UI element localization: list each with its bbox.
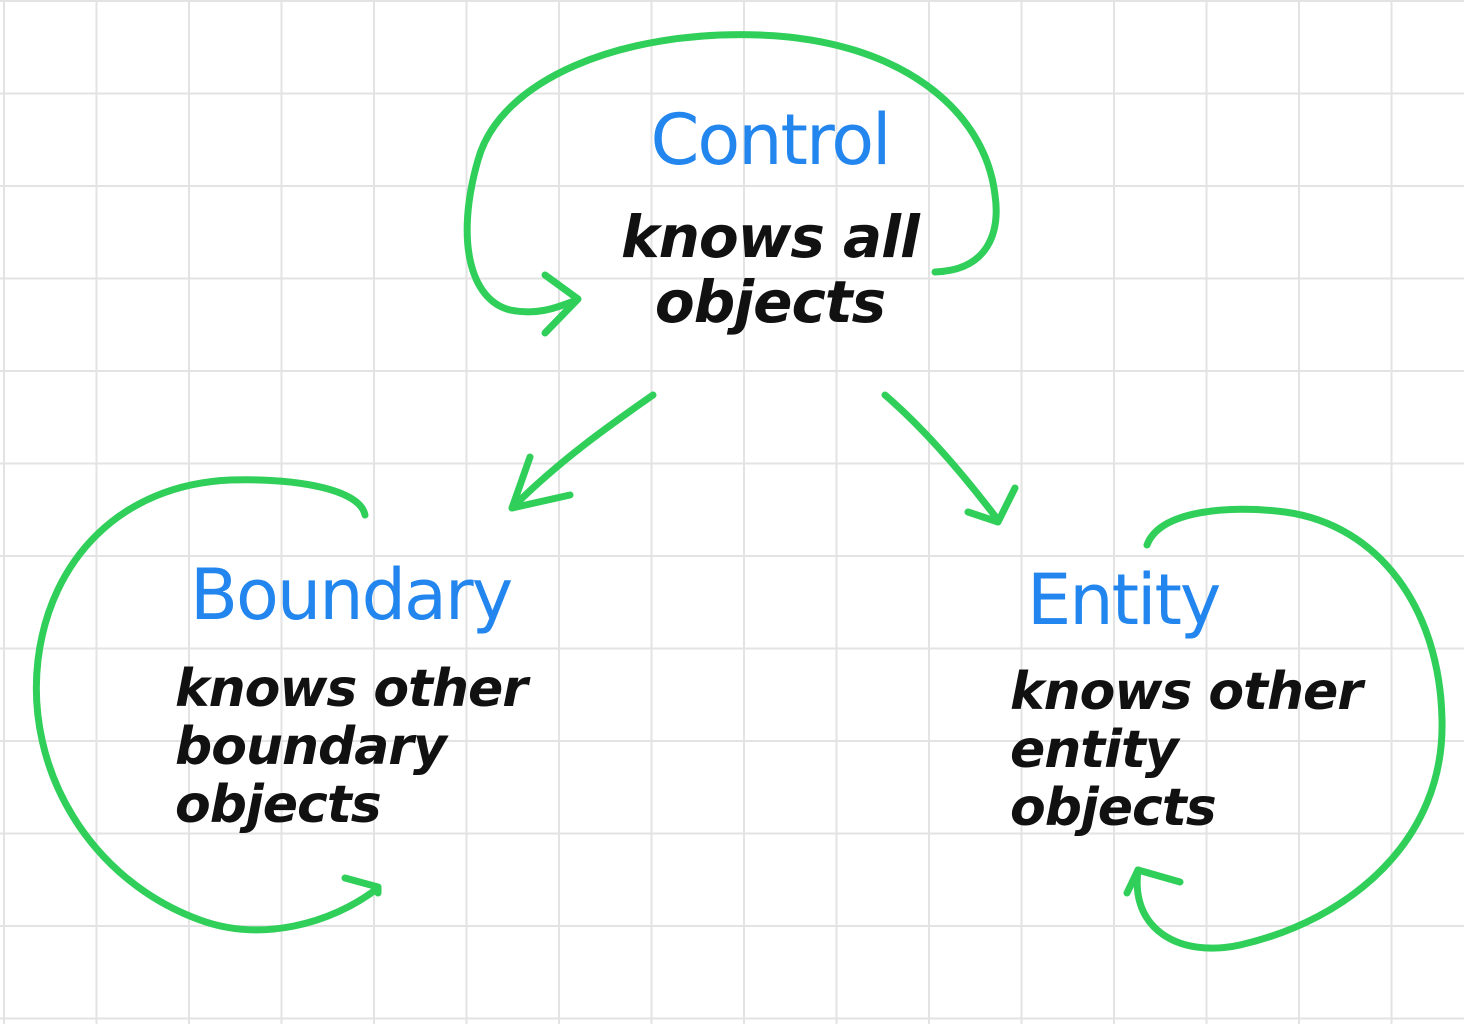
control-to-boundary-arrow <box>508 391 657 512</box>
control-self-loop-arrowhead <box>541 271 582 337</box>
control-title: Control <box>650 99 891 181</box>
control-to-entity-arrowhead <box>964 484 1019 526</box>
boundary-description-line-2: boundary objects <box>175 717 447 836</box>
control-description-line-2: objects <box>654 267 886 336</box>
boundary-node: Boundary knows other boundary objects <box>165 560 625 835</box>
control-node: Control knows all objects <box>560 105 980 335</box>
boundary-title: Boundary <box>190 554 513 636</box>
entity-self-loop-arrow <box>1133 505 1446 952</box>
boundary-self-loop-arrowhead <box>341 874 382 897</box>
control-self-loop-arrow <box>463 31 1000 316</box>
control-to-boundary-arrowhead <box>508 453 574 512</box>
boundary-description-line-1: knows other <box>175 659 528 719</box>
entity-self-loop-arrowhead <box>1123 866 1184 897</box>
entity-node: Entity knows other entity objects <box>1005 565 1365 838</box>
entity-description-line-1: knows other <box>1010 662 1363 722</box>
entity-description-line-2: entity objects <box>1010 720 1217 839</box>
entity-title: Entity <box>1027 559 1221 641</box>
boundary-self-loop-arrow <box>32 476 382 934</box>
control-description-line-1: knows all <box>621 203 920 271</box>
control-to-entity-arrow <box>881 391 1002 524</box>
